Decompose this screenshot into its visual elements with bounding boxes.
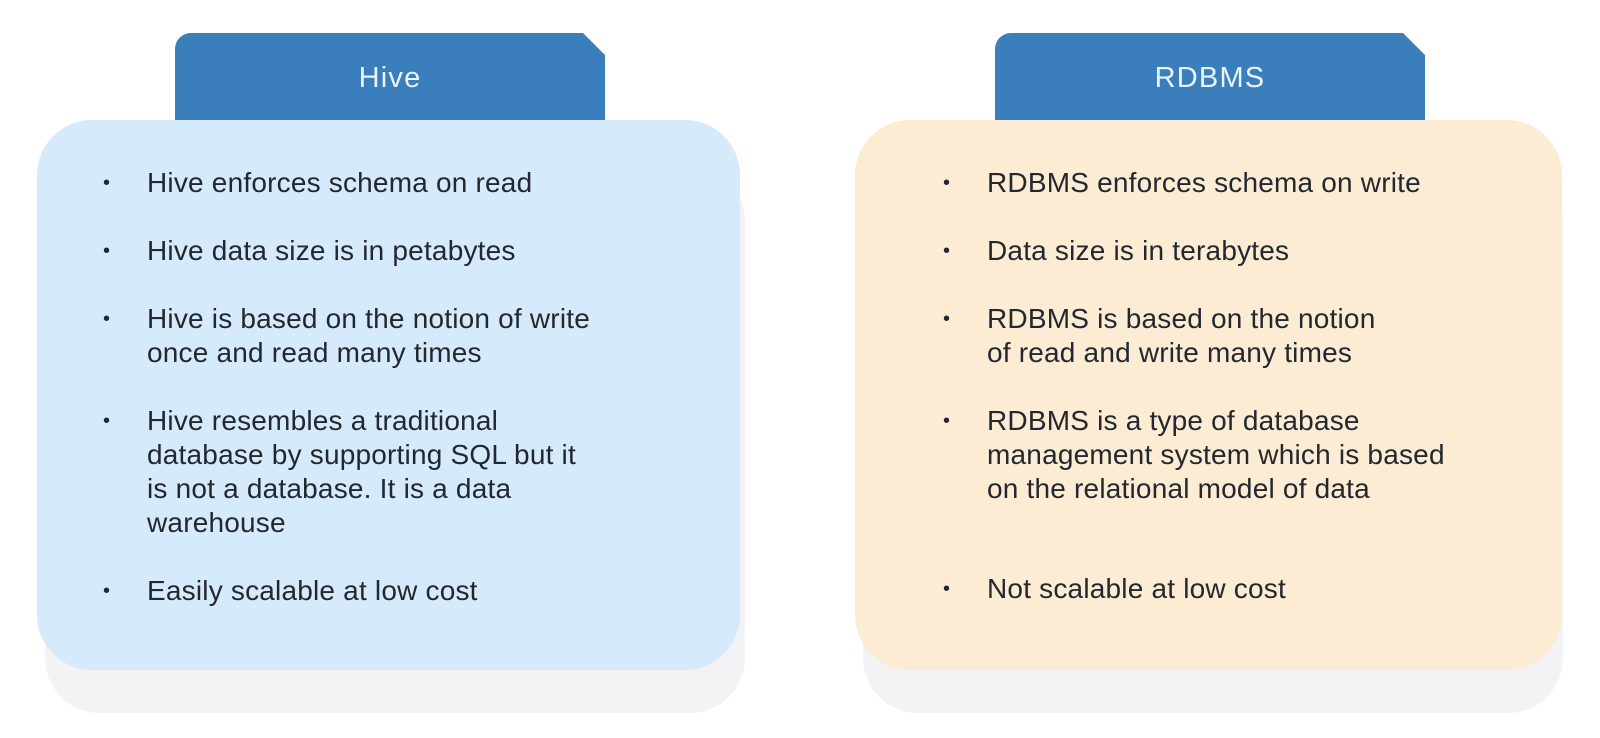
bullet-icon: • <box>103 410 111 432</box>
bullet-text: RDBMS is based on the notion of read and… <box>987 303 1376 368</box>
bullet-icon: • <box>943 172 951 194</box>
list-item: • Hive resembles a traditional database … <box>103 404 712 540</box>
list-item: • Hive is based on the notion of write o… <box>103 302 712 370</box>
bullet-icon: • <box>103 240 111 262</box>
bullet-text: Easily scalable at low cost <box>147 575 478 606</box>
bullet-text: Data size is in terabytes <box>987 235 1290 266</box>
bullet-icon: • <box>103 580 111 602</box>
bullet-text: RDBMS enforces schema on write <box>987 167 1421 198</box>
bullet-text: Not scalable at low cost <box>987 573 1286 604</box>
bullet-icon: • <box>943 578 951 600</box>
list-item: • RDBMS enforces schema on write <box>943 166 1534 200</box>
rdbms-card: • RDBMS enforces schema on write • Data … <box>855 120 1562 670</box>
bullet-text: Hive is based on the notion of write onc… <box>147 303 591 368</box>
bullet-text: RDBMS is a type of database management s… <box>987 405 1445 504</box>
bullet-icon: • <box>943 410 951 432</box>
rdbms-header-tab: RDBMS <box>995 33 1425 123</box>
hive-header-tab: Hive <box>175 33 605 123</box>
bullet-icon: • <box>943 308 951 330</box>
list-item: • Easily scalable at low cost <box>103 574 712 608</box>
list-item: • Not scalable at low cost <box>943 572 1534 606</box>
list-item: • Hive enforces schema on read <box>103 166 712 200</box>
bullet-text: Hive enforces schema on read <box>147 167 533 198</box>
hive-title: Hive <box>358 61 422 94</box>
list-item: • RDBMS is a type of database management… <box>943 404 1534 506</box>
hive-card: • Hive enforces schema on read • Hive da… <box>37 120 740 670</box>
list-item: • Hive data size is in petabytes <box>103 234 712 268</box>
bullet-icon: • <box>943 240 951 262</box>
bullet-icon: • <box>103 308 111 330</box>
list-item: • Data size is in terabytes <box>943 234 1534 268</box>
list-item: • RDBMS is based on the notion of read a… <box>943 302 1534 370</box>
bullet-icon: • <box>103 172 111 194</box>
rdbms-title: RDBMS <box>1154 61 1266 94</box>
bullet-text: Hive data size is in petabytes <box>147 235 516 266</box>
bullet-text: Hive resembles a traditional database by… <box>147 405 576 538</box>
